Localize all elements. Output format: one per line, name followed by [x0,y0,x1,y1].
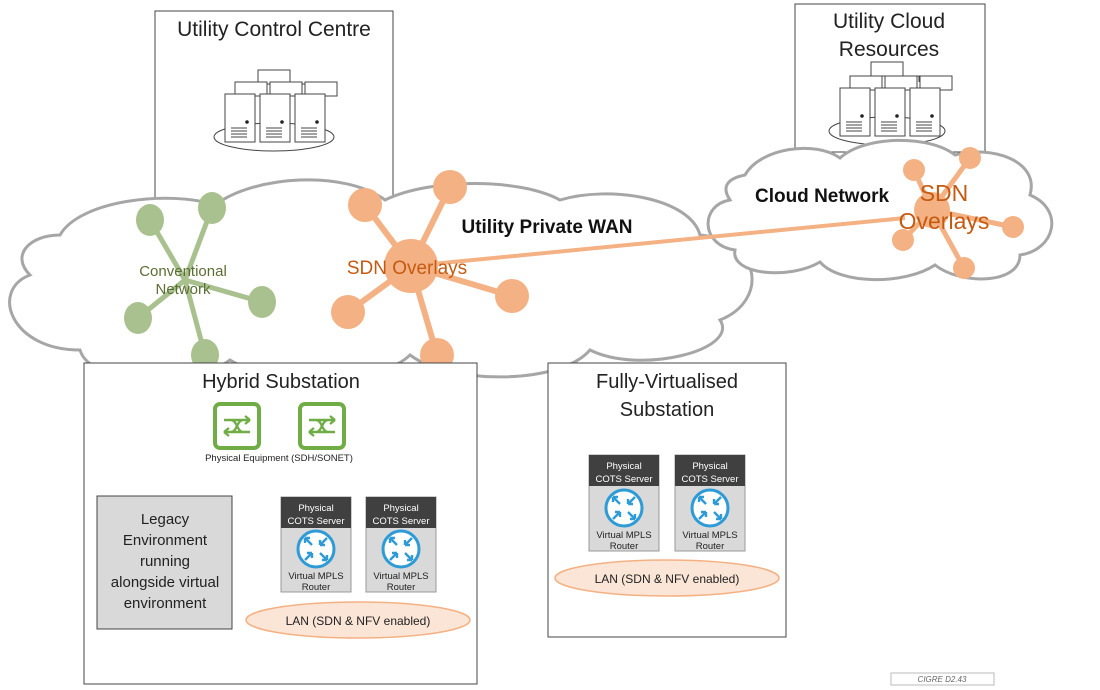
hybrid-substation-title: Hybrid Substation [202,371,360,393]
router-label-line1: Virtual MPLS [373,571,428,582]
legacy-line: environment [124,595,207,612]
cloud-resources-title-line1: Utility Cloud [833,10,945,33]
hybrid-lan-label: LAN (SDN & NFV enabled) [286,614,431,628]
server-header-line1: Physical [606,461,641,472]
network-switch-icon [213,402,261,450]
router-label-line2: Router [387,582,416,593]
router-icon [690,488,730,528]
cots-server-card: Physical COTS Server Virtual MPLS Router [588,454,660,552]
credit-label: CIGRE D2.43 [918,675,967,684]
cots-server-card: Physical COTS Server Virtual MPLS Router [365,496,437,593]
cloud-sdn-label-line1: SDN [920,180,969,206]
credit-box [890,672,995,686]
router-icon [296,529,336,569]
physical-equipment-label: Physical Equipment (SDH/SONET) [205,453,353,464]
router-label-line1: Virtual MPLS [596,530,651,541]
fully-virtualised-lan-label: LAN (SDN & NFV enabled) [595,572,740,586]
sdn-interconnect-link [410,216,906,268]
control-centre-title: Utility Control Centre [177,18,371,41]
server-header-line2: COTS Server [595,474,652,485]
router-icon [604,488,644,528]
router-icon [381,529,421,569]
server-header-line2: COTS Server [372,516,429,527]
cloud-resources-title-line2: Resources [839,38,939,61]
server-header-line1: Physical [298,503,333,514]
conventional-network-label-line2: Network [155,281,211,298]
utility-private-wan-label: Utility Private WAN [461,217,632,238]
sdn-overlay-graph [331,170,529,372]
router-label-line2: Router [696,541,725,552]
network-switch-icon [298,402,346,450]
cloud-sdn-overlay-graph [892,147,1024,279]
server-rack-icon [213,69,338,152]
server-header-line1: Physical [692,461,727,472]
cloud-network-cloud [706,138,1054,282]
conventional-network-graph [124,192,276,371]
router-label-line2: Router [302,582,331,593]
server-header-line2: COTS Server [681,474,738,485]
hybrid-lan-ellipse [245,601,471,639]
router-label-line1: Virtual MPLS [288,571,343,582]
conventional-network-label-line1: Conventional [139,263,227,280]
server-header-line1: Physical [383,503,418,514]
legacy-line: running [140,553,190,570]
cots-server-card: Physical COTS Server Virtual MPLS Router [280,496,352,593]
cloud-sdn-label-line2: Overlays [899,208,990,234]
fully-virtualised-title-line2: Substation [620,399,715,421]
router-label-line1: Virtual MPLS [682,530,737,541]
cots-server-card: Physical COTS Server Virtual MPLS Router [674,454,746,552]
sdn-overlays-label: SDN Overlays [347,258,467,279]
router-label-line2: Router [610,541,639,552]
legacy-line: alongside virtual [111,574,219,591]
legacy-line: Environment [123,532,208,549]
fully-virtualised-lan-ellipse [554,559,780,597]
server-header-line2: COTS Server [287,516,344,527]
legacy-line: Legacy [141,511,190,528]
cloud-network-label: Cloud Network [755,186,889,207]
fully-virtualised-title-line1: Fully-Virtualised [596,371,738,393]
legacy-environment-box [96,495,233,630]
